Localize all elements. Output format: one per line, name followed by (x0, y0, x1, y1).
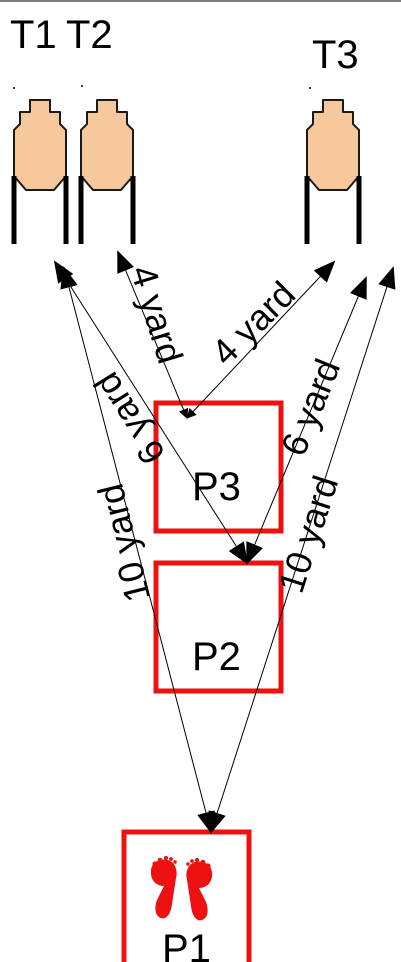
arrow-p1-t3 (208, 266, 396, 834)
silhouette-target-icon (14, 100, 66, 244)
position-label: P2 (192, 635, 241, 679)
distance-label-p2-t3: 6 yard (273, 353, 348, 461)
footprints-icon (150, 855, 213, 921)
distance-label-p3-t3: 4 yard (203, 273, 303, 373)
target-label: T2 (66, 13, 113, 57)
distance-label-p3-t2: 4 yard (123, 261, 191, 369)
target-label: T1 (10, 13, 57, 57)
silhouette-target-icon (81, 100, 133, 244)
arrow-p1-t1 (60, 266, 215, 834)
position-label: P3 (192, 465, 241, 509)
target-t1: T1 (10, 13, 66, 244)
target-label: T3 (312, 33, 359, 77)
target-t3: T3 (307, 33, 359, 244)
silhouette-target-icon (307, 100, 359, 244)
distance-label-p2-t2: 6 yard (86, 365, 174, 472)
position-label: P1 (162, 927, 211, 962)
distance-label-p1-t1: 10 yard (89, 480, 158, 606)
target-t2: T2 (66, 13, 133, 244)
